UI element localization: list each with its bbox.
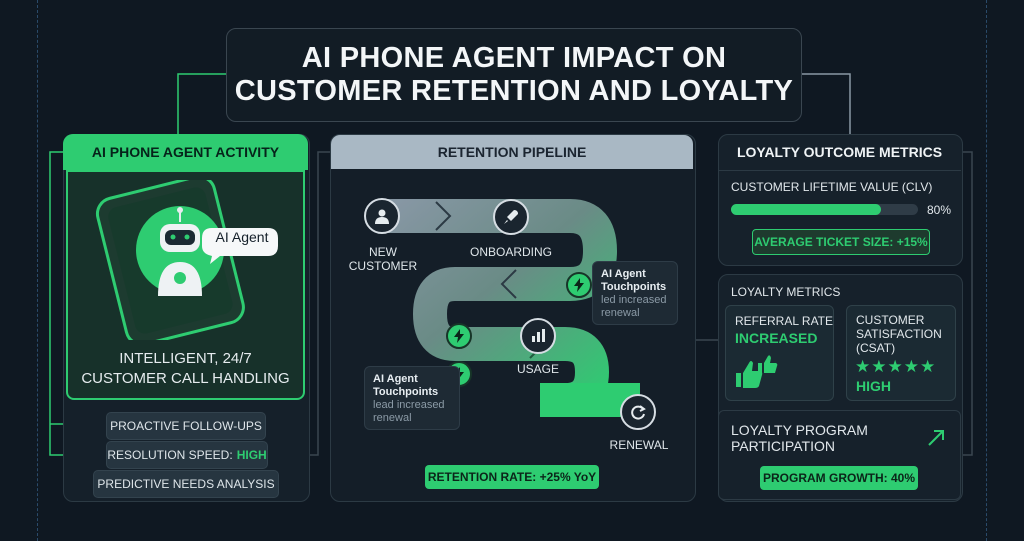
csat-title-1: CUSTOMER (856, 313, 925, 327)
outcomes-header: LOYALTY OUTCOME METRICS (736, 144, 943, 160)
avg-ticket-badge: AVERAGE TICKET SIZE: +15% (752, 229, 930, 255)
program-growth-badge: PROGRAM GROWTH: 40% (760, 466, 918, 490)
clv-progress-track (731, 204, 918, 215)
csat-stars: ★★★★★ (855, 357, 937, 376)
right-guide-line (986, 0, 987, 541)
stage-onboarding: ONBOARDING (469, 245, 552, 259)
referral-value: INCREASED (735, 330, 818, 346)
activity-header: AI PHONE AGENT ACTIVITY (63, 134, 308, 170)
activity-caption-line-1: INTELLIGENT, 24/7 (119, 350, 252, 367)
pipeline-header: RETENTION PIPELINE (331, 135, 693, 169)
title-line-1: AI PHONE AGENT IMPACT ON (301, 42, 727, 74)
activity-item-proactive: PROACTIVE FOLLOW-UPS (106, 412, 266, 440)
pipeline-panel (330, 134, 696, 502)
csat-title-2: SATISFACTION (856, 327, 942, 341)
usage-chart-icon (520, 318, 556, 354)
csat-value: HIGH (856, 378, 891, 394)
touchpoint-bolt-icon-a (566, 272, 592, 298)
new-customer-user-icon (364, 198, 400, 234)
outcomes-header-divider (718, 170, 961, 171)
retention-rate-badge: RETENTION RATE: +25% YoY (425, 465, 599, 489)
clv-label: CUSTOMER LIFETIME VALUE (CLV) (731, 180, 933, 194)
csat-title-3: (CSAT) (856, 341, 896, 355)
csat-card (846, 305, 956, 401)
referral-title: REFERRAL RATE (735, 314, 834, 328)
title-box: AI PHONE AGENT IMPACT ON CUSTOMER RETENT… (226, 28, 802, 122)
clv-progress-fill (731, 204, 881, 215)
onboarding-rocket-icon (493, 199, 529, 235)
phone-robot-icon (95, 180, 278, 340)
renewal-refresh-icon (620, 394, 656, 430)
stage-usage: USAGE (516, 362, 559, 376)
activity-caption-line-2: CUSTOMER CALL HANDLING (81, 370, 290, 387)
stage-new-customer: NEW CUSTOMER (348, 245, 418, 273)
trend-up-arrow-icon (928, 430, 944, 446)
title-line-2: CUSTOMER RETENTION AND LOYALTY (234, 75, 794, 107)
touchpoint-box-b: AI Agent Touchpoints lead increased rene… (364, 366, 460, 430)
activity-item-resolution: RESOLUTION SPEED:HIGH (106, 441, 268, 469)
touchpoint-bolt-icon-b (446, 323, 472, 349)
program-title-2: PARTICIPATION (731, 438, 835, 454)
ai-agent-bubble-text: AI Agent (215, 229, 269, 245)
touchpoint-box-a: AI Agent Touchpoints led increased renew… (592, 261, 678, 325)
thumbs-up-icon (736, 355, 778, 388)
loyalty-metrics-title: LOYALTY METRICS (731, 285, 841, 299)
activity-item-predictive: PREDICTIVE NEEDS ANALYSIS (93, 470, 279, 498)
program-title-1: LOYALTY PROGRAM (731, 422, 868, 438)
left-guide-line (37, 0, 38, 541)
clv-value: 80% (927, 203, 952, 217)
stage-renewal: RENEWAL (609, 438, 669, 452)
